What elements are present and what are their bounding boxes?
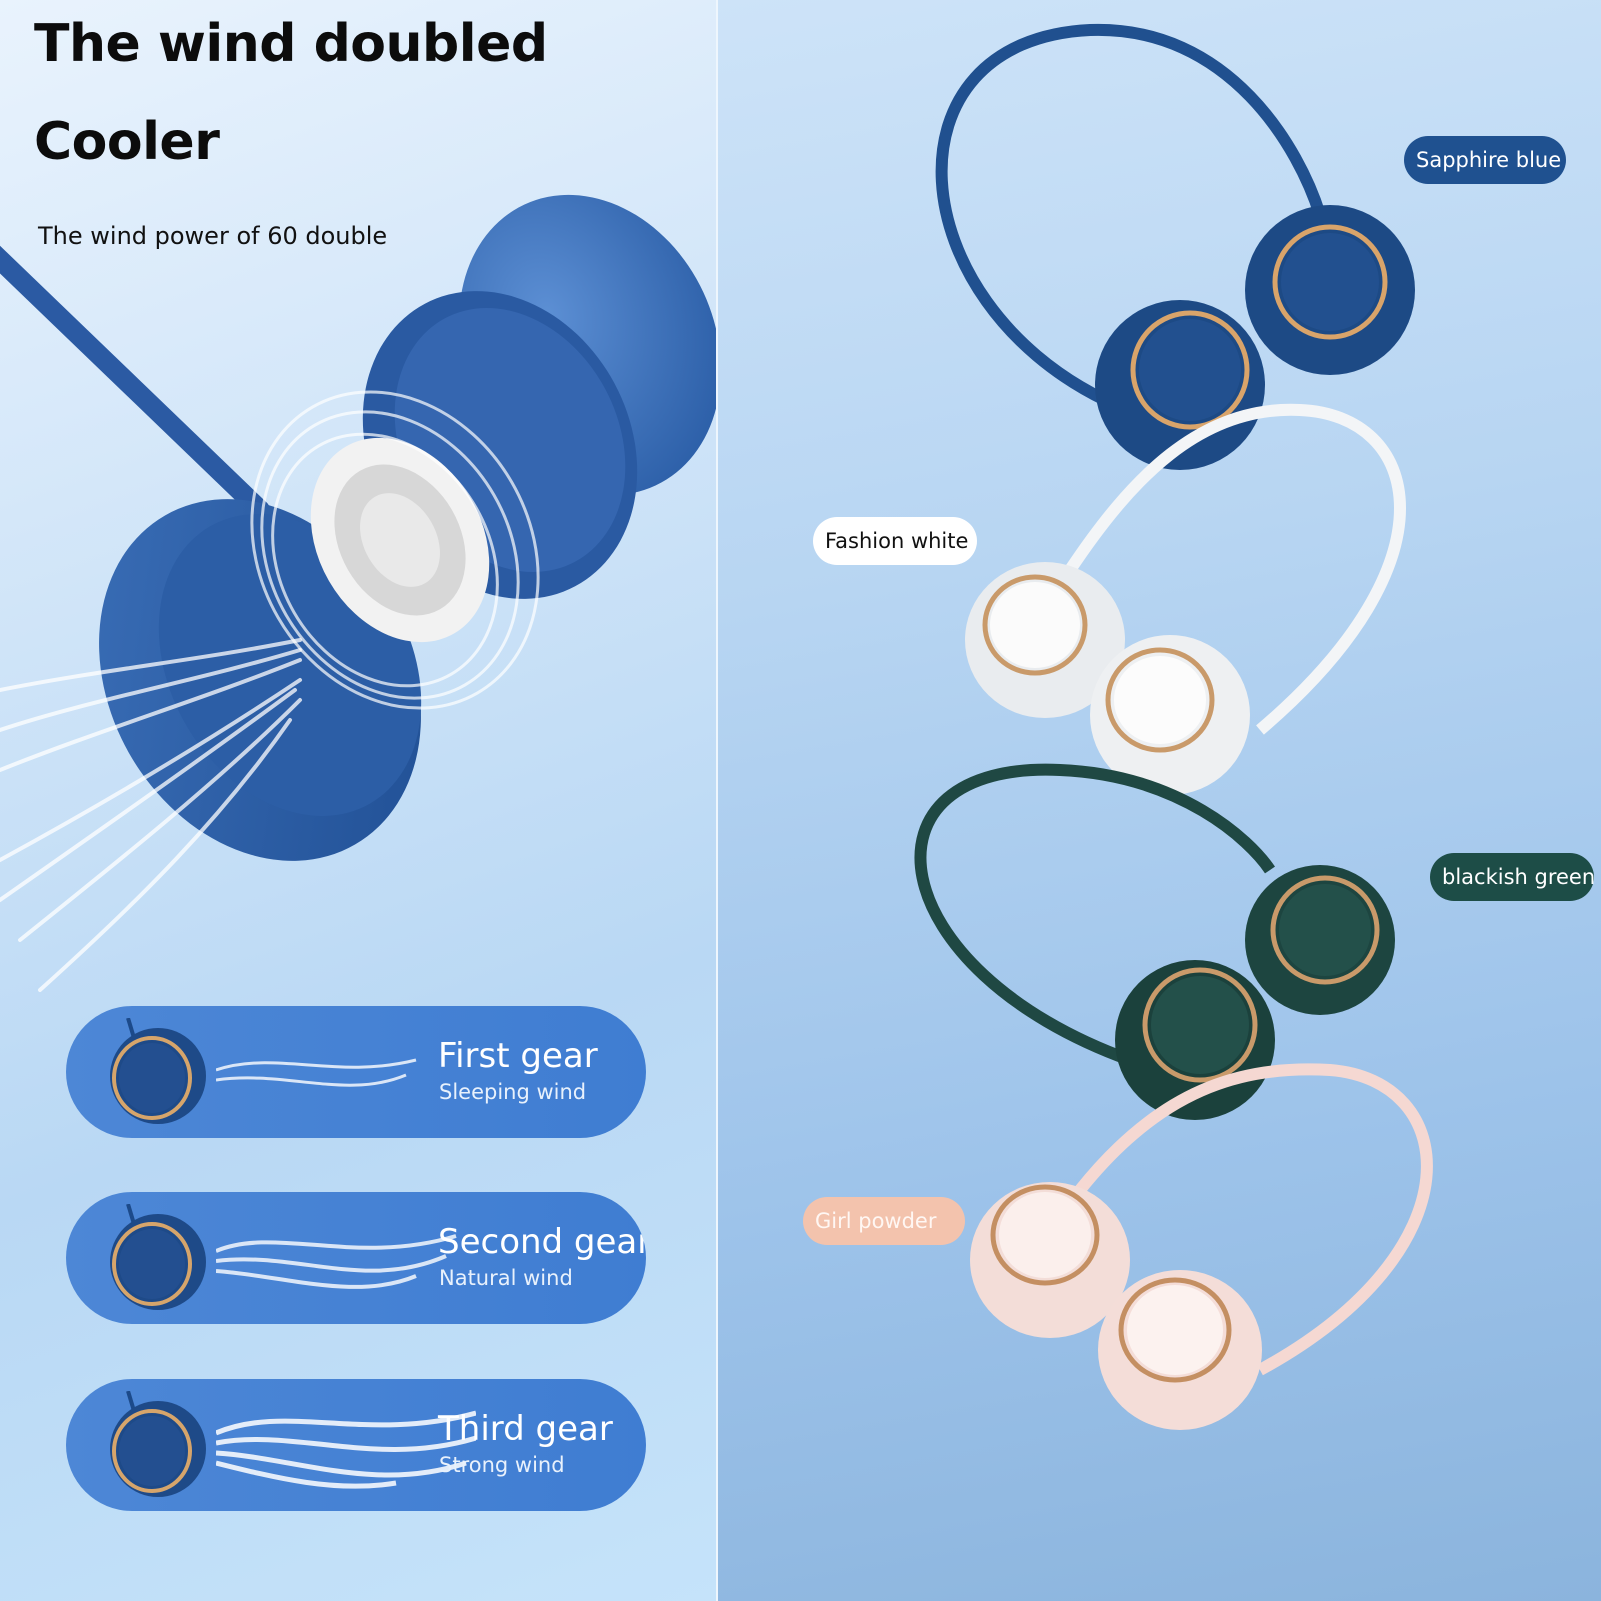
- airflow-icon: [216, 1410, 476, 1489]
- headline-line-1: The wind doubled: [34, 14, 548, 74]
- color-tag-girl-powder: Girl powder: [803, 1197, 965, 1245]
- neck-fan-sapphire-blue: [935, 23, 1415, 470]
- airflow-icon: [216, 1058, 417, 1087]
- neck-fan-girl-powder: [970, 1063, 1433, 1430]
- airflow-icon: [0, 638, 302, 992]
- fan-knob-icon: [110, 1391, 206, 1497]
- fan-knob-icon: [110, 1204, 206, 1310]
- gear-card-third: Third gear Strong wind: [66, 1379, 646, 1511]
- neck-fan-fashion-white: [965, 403, 1406, 795]
- fan-exploded-icon: [0, 194, 718, 992]
- gear-description: Natural wind: [439, 1266, 573, 1290]
- gear-name: Second gear: [438, 1222, 646, 1262]
- gear-card-first: First gear Sleeping wind: [66, 1006, 646, 1138]
- right-panel: Sapphire blue Fashion white blackish gre…: [718, 0, 1601, 1601]
- left-panel: The wind doubled Cooler The wind power o…: [0, 0, 718, 1601]
- airflow-icon: [216, 1234, 457, 1289]
- subtitle: The wind power of 60 double: [38, 222, 388, 250]
- gear-name: First gear: [438, 1036, 598, 1076]
- color-tag-blackish-green: blackish green: [1430, 853, 1595, 901]
- gear-description: Strong wind: [439, 1453, 565, 1477]
- headline-line-2: Cooler: [34, 112, 220, 172]
- gear-name: Third gear: [438, 1409, 613, 1449]
- gear-description: Sleeping wind: [439, 1080, 587, 1104]
- color-tag-fashion-white: Fashion white: [813, 517, 977, 565]
- gear-card-second: Second gear Natural wind: [66, 1192, 646, 1324]
- fan-knob-icon: [110, 1018, 206, 1124]
- panel-divider: [716, 0, 719, 1601]
- neck-fan-icon: [914, 23, 1433, 1430]
- color-tag-sapphire-blue: Sapphire blue: [1404, 136, 1566, 184]
